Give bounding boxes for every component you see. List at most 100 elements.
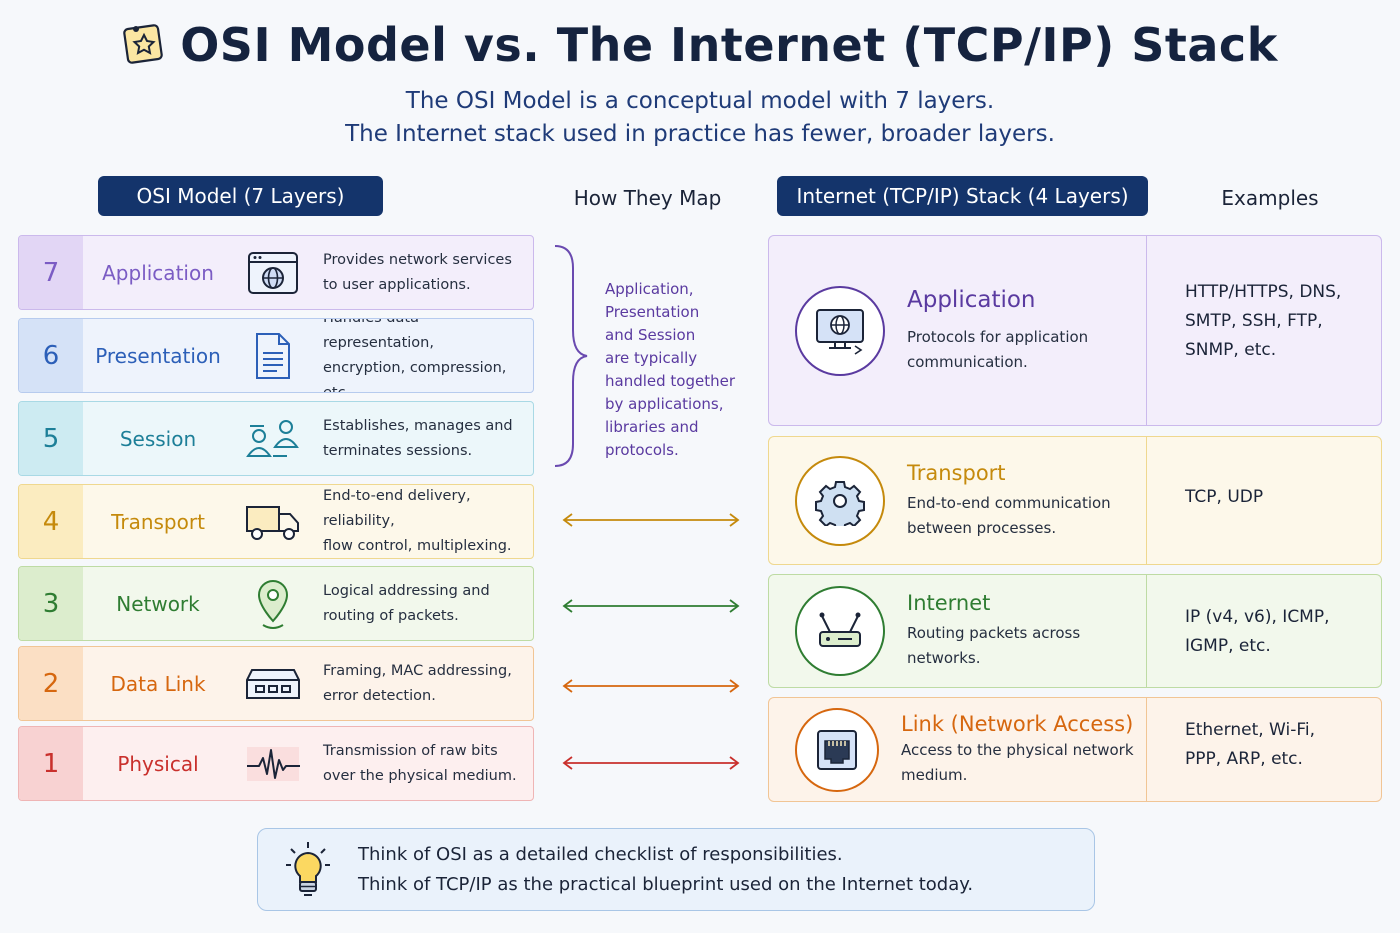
desc-line: Handles data representation, <box>323 319 434 351</box>
osi-layer-5: 5 Session Establishes, manages and termin… <box>18 401 534 476</box>
arrow-physical <box>562 756 740 770</box>
desc-line: Routing packets across <box>907 624 1081 642</box>
router-icon <box>795 586 885 676</box>
desc-line: Protocols for application <box>907 327 1089 346</box>
osi-layer-4: 4 Transport End-to-end delivery, reliabi… <box>18 484 534 559</box>
desc-line: between processes. <box>907 518 1057 537</box>
monitor-globe-icon <box>795 285 885 376</box>
note-line: and Session <box>605 326 696 344</box>
desc-line: terminates sessions. <box>323 442 473 459</box>
truck-icon <box>233 485 313 558</box>
desc-line: End-to-end delivery, reliability, <box>323 488 471 529</box>
page-title: OSI Model vs. The Internet (TCP/IP) Stac… <box>0 18 1400 72</box>
tcp-layer-name: Application <box>907 286 1036 313</box>
examples-header: Examples <box>1221 186 1319 210</box>
osi-layer-description: Framing, MAC addressing, error detection. <box>313 647 533 720</box>
osi-layer-number: 7 <box>19 236 83 309</box>
note-line: by applications, <box>605 395 724 413</box>
tcp-layer-examples: HTTP/HTTPS, DNS, SMTP, SSH, FTP, SNMP, etc… <box>1146 236 1381 425</box>
osi-layer-name: Presentation <box>95 343 221 368</box>
example-line: SMTP, SSH, FTP, <box>1185 311 1323 331</box>
osi-layer-name: Session <box>119 426 197 451</box>
tcp-layer-description: Routing packets across networks. <box>907 621 1080 671</box>
osi-layer-number: 4 <box>19 485 83 558</box>
tcp-layer-application: Application Protocols for application com… <box>768 235 1382 426</box>
tcp-layer-description: Access to the physical network medium. <box>901 738 1134 788</box>
osi-layer-number: 3 <box>19 567 83 640</box>
star-note-icon <box>123 24 163 64</box>
grouping-brace <box>554 245 588 467</box>
example-line: PPP, ARP, etc. <box>1185 749 1303 769</box>
desc-line: networks. <box>907 649 981 667</box>
desc-line: error detection. <box>323 687 436 704</box>
osi-layer-description: Handles data representation, encryption, … <box>313 319 533 392</box>
example-line: HTTP/HTTPS, DNS, <box>1185 282 1342 302</box>
desc-line: medium. <box>901 765 968 784</box>
gear-icon <box>795 455 885 546</box>
desc-line: Access to the physical network <box>901 740 1134 759</box>
example-line: IP (v4, v6), ICMP, <box>1185 607 1330 627</box>
osi-layer-number: 1 <box>19 727 83 800</box>
osi-layer-2: 2 Data Link Framing, MAC addressing, erro… <box>18 646 534 721</box>
osi-layer-name: Application <box>102 260 214 285</box>
tcp-layer-description: Protocols for application communication. <box>907 325 1088 375</box>
osi-layer-number: 2 <box>19 647 83 720</box>
document-icon <box>233 319 313 392</box>
browser-globe-icon <box>233 236 313 309</box>
signal-wave-icon <box>233 727 313 800</box>
example-line: TCP, UDP <box>1185 487 1264 507</box>
desc-line: routing of packets. <box>323 607 459 624</box>
note-line: Presentation <box>605 303 700 321</box>
footer-line-2: Think of TCP/IP as the practical bluepri… <box>358 873 974 895</box>
example-line: SNMP, etc. <box>1185 340 1277 360</box>
footer-line-1: Think of OSI as a detailed checklist of … <box>358 843 843 865</box>
summary-callout: Think of OSI as a detailed checklist of … <box>257 828 1095 911</box>
example-line: IGMP, etc. <box>1185 636 1271 656</box>
osi-layer-number: 6 <box>19 319 83 392</box>
osi-header: OSI Model (7 Layers) <box>98 176 383 216</box>
subtitle-line-2: The Internet stack used in practice has … <box>345 121 1055 147</box>
osi-layer-description: End-to-end delivery, reliability, flow co… <box>313 485 533 558</box>
mapping-note: Application, Presentation and Session ar… <box>605 278 755 462</box>
osi-layer-number: 5 <box>19 402 83 475</box>
title-text: OSI Model vs. The Internet (TCP/IP) Stac… <box>180 18 1278 72</box>
arrow-network <box>562 599 740 613</box>
desc-line: Framing, MAC addressing, <box>323 662 512 679</box>
desc-line: Establishes, manages and <box>323 417 513 434</box>
note-line: handled together <box>605 372 736 390</box>
tcp-layer-transport: Transport End-to-end communication betwee… <box>768 436 1382 565</box>
map-header: How They Map <box>573 186 722 210</box>
tcp-layer-name: Transport <box>907 460 1006 485</box>
ethernet-port-icon <box>795 707 879 792</box>
desc-line: Provides network services <box>323 251 512 268</box>
arrow-transport <box>562 513 740 527</box>
tcp-layer-name: Link (Network Access) <box>901 711 1134 736</box>
subtitle-line-1: The OSI Model is a conceptual model with… <box>405 88 995 114</box>
note-line: Application, <box>605 280 694 298</box>
osi-layer-6: 6 Presentation Handles data representati… <box>18 318 534 393</box>
desc-line: End-to-end communication <box>907 493 1111 512</box>
users-icon <box>233 402 313 475</box>
osi-layer-name: Data Link <box>110 671 206 696</box>
note-line: are typically <box>605 349 698 367</box>
arrow-data-link <box>562 679 740 693</box>
desc-line: encryption, compression, etc. <box>323 359 507 393</box>
tcp-layer-link: Link (Network Access) Access to the phys… <box>768 697 1382 802</box>
note-line: protocols. <box>605 441 679 459</box>
tcp-header: Internet (TCP/IP) Stack (4 Layers) <box>777 176 1148 216</box>
osi-layer-description: Establishes, manages and terminates sessi… <box>313 402 533 475</box>
map-pin-icon <box>233 567 313 640</box>
tcp-layer-description: End-to-end communication between processe… <box>907 491 1111 541</box>
tcp-layer-examples: Ethernet, Wi-Fi,PPP, ARP, etc. <box>1146 698 1381 801</box>
tcp-layer-examples: TCP, UDP <box>1146 437 1381 564</box>
mapping-arrows <box>562 513 740 770</box>
desc-line: communication. <box>907 352 1028 371</box>
desc-line: flow control, multiplexing. <box>323 538 512 554</box>
note-line: libraries and <box>605 418 699 436</box>
